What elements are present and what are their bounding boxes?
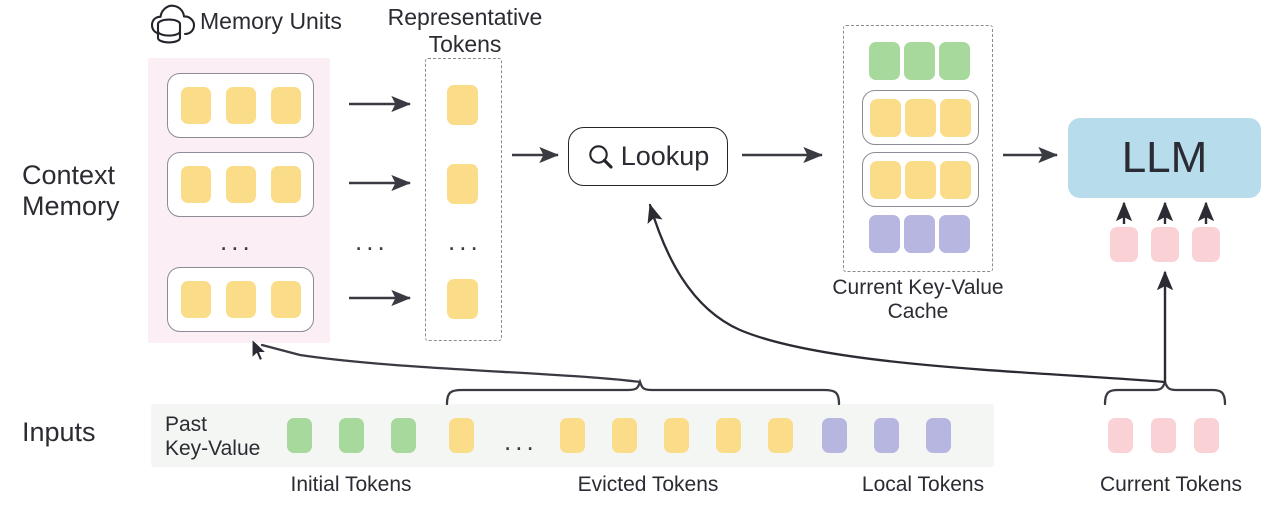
input-token-evicted [664, 418, 689, 453]
row-label-context-memory: Context Memory [22, 160, 120, 222]
llm-input-token [1151, 227, 1179, 262]
past-key-value-label: Past Key-Value [165, 413, 261, 461]
kv-cache-token [939, 42, 970, 80]
kv-cache-token [940, 161, 971, 199]
kv-cache-memory-unit [862, 90, 979, 145]
memory-token [181, 281, 211, 318]
representative-token [447, 85, 478, 125]
llm-label: LLM [1121, 133, 1208, 182]
kv-cache-token [940, 99, 971, 137]
memory-unit[interactable] [167, 152, 314, 217]
input-token-current [1108, 418, 1133, 453]
memory-units-ellipsis: ... [220, 226, 254, 256]
caption-current-tokens: Current Tokens [1099, 473, 1243, 496]
memory-to-representative-ellipsis: ... [355, 226, 389, 256]
search-icon [587, 143, 614, 170]
input-token-initial [339, 418, 364, 453]
lookup-box[interactable]: Lookup [568, 127, 728, 186]
header-memory-units: Memory Units [200, 8, 342, 34]
kv-cache-token [869, 42, 900, 80]
memory-unit[interactable] [167, 73, 314, 138]
kv-cache-token [904, 215, 935, 253]
llm-input-token [1110, 227, 1138, 262]
input-token-local [822, 418, 847, 453]
representative-tokens-box [425, 58, 502, 341]
kv-cache-token [905, 161, 936, 199]
input-token-local [874, 418, 899, 453]
input-token-evicted [612, 418, 637, 453]
memory-token [271, 87, 301, 124]
representative-token [447, 279, 478, 319]
input-token-current [1151, 418, 1176, 453]
row-label-inputs: Inputs [22, 417, 96, 447]
memory-token [181, 87, 211, 124]
input-token-current [1194, 418, 1219, 453]
kv-cache-memory-unit [862, 152, 979, 207]
kv-cache-token [904, 42, 935, 80]
caption-current-kv-cache: Current Key-Value Cache [832, 276, 1004, 324]
representative-token [447, 164, 478, 204]
llm-box[interactable]: LLM [1068, 118, 1261, 198]
arrow-evicted-to-context-memory [260, 343, 642, 384]
memory-unit[interactable] [167, 267, 314, 332]
representative-tokens-ellipsis: ... [448, 226, 482, 256]
lookup-label: Lookup [620, 141, 710, 171]
kv-cache-token [870, 99, 901, 137]
input-token-local [926, 418, 951, 453]
input-token-evicted [716, 418, 741, 453]
cloud-database-icon [150, 2, 198, 46]
kv-cache-token [870, 161, 901, 199]
kv-cache-token [905, 99, 936, 137]
input-sequence-ellipsis: ... [504, 426, 538, 456]
brace-current-tokens [1103, 378, 1227, 406]
caption-evicted-tokens: Evicted Tokens [577, 473, 719, 496]
mouse-cursor [251, 338, 269, 364]
caption-local-tokens: Local Tokens [861, 473, 985, 496]
input-token-evicted [449, 418, 474, 453]
kv-cache-token [869, 215, 900, 253]
input-token-initial [391, 418, 416, 453]
memory-token [271, 281, 301, 318]
memory-token [271, 166, 301, 203]
memory-token [226, 166, 256, 203]
memory-token [226, 281, 256, 318]
kv-cache-token [939, 215, 970, 253]
llm-input-token [1192, 227, 1220, 262]
input-token-initial [287, 418, 312, 453]
memory-token [226, 87, 256, 124]
brace-evicted-tokens [445, 378, 841, 406]
caption-initial-tokens: Initial Tokens [290, 473, 412, 496]
header-representative-tokens: Representative Tokens [387, 4, 543, 57]
memory-token [181, 166, 211, 203]
input-token-evicted [768, 418, 793, 453]
input-token-evicted [560, 418, 585, 453]
